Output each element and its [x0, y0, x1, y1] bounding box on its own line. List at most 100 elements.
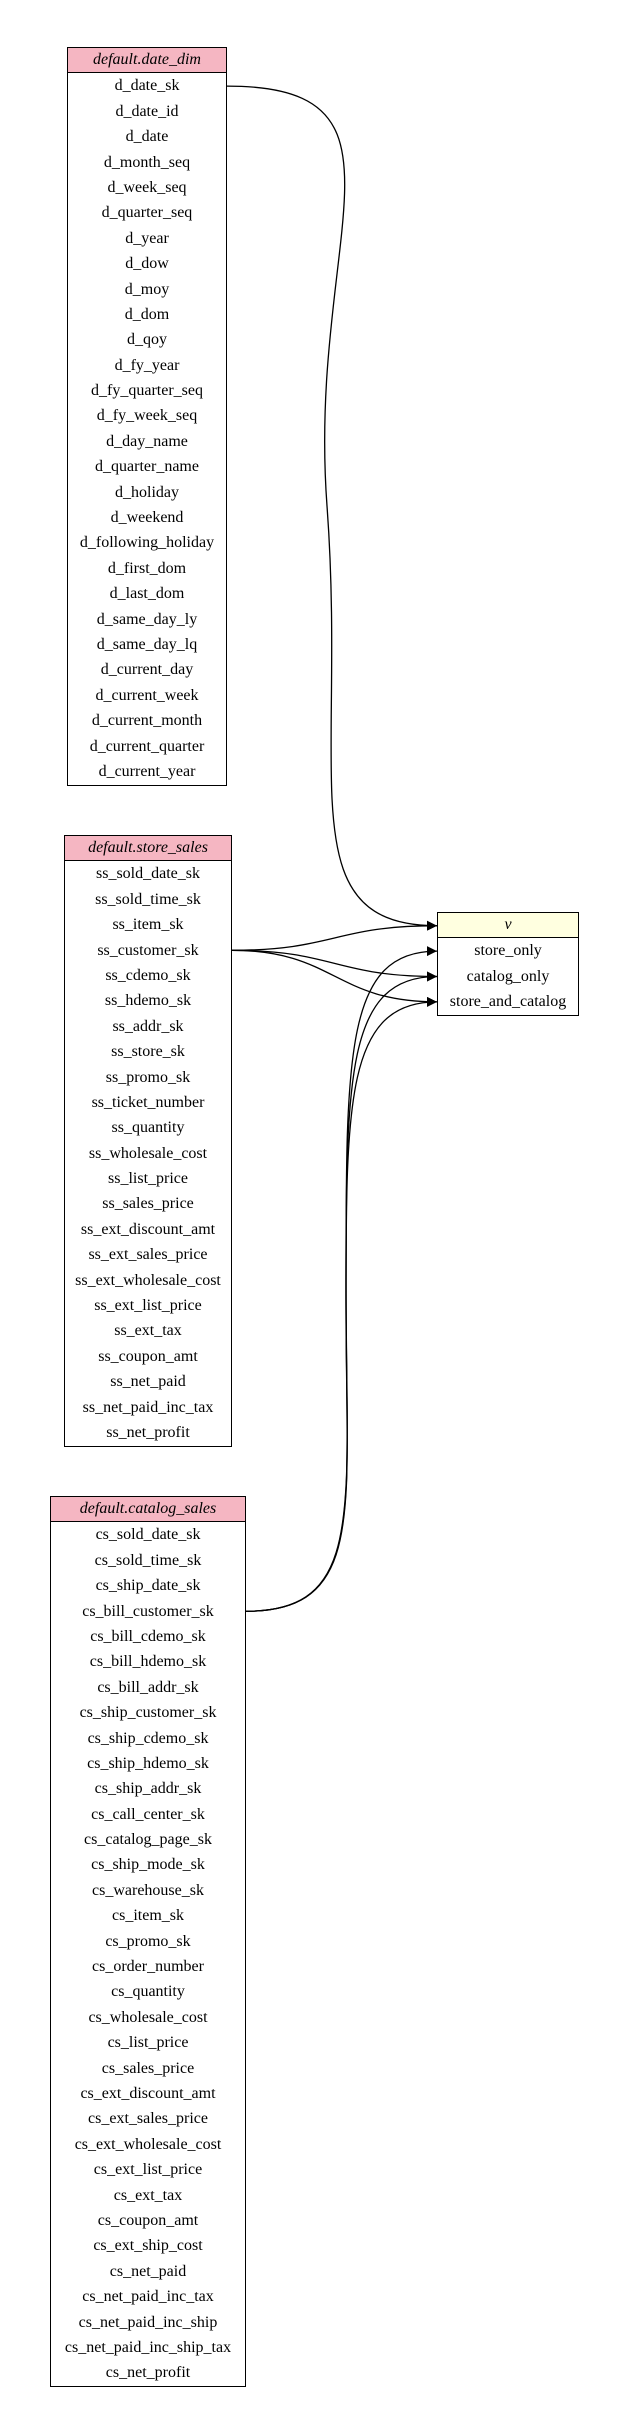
column-ss-promo-sk: ss_promo_sk: [105, 1068, 191, 1086]
column-ss-ext-wholesale-cost: ss_ext_wholesale_cost: [75, 1271, 221, 1289]
column-cs-net-paid-inc-ship-tax: cs_net_paid_inc_ship_tax: [64, 2338, 232, 2356]
column-d-week-seq: d_week_seq: [107, 178, 187, 196]
column-ss-coupon-amt: ss_coupon_amt: [98, 1347, 198, 1365]
column-cs-net-paid: cs_net_paid: [109, 2262, 187, 2280]
column-d-date-sk: d_date_sk: [114, 77, 180, 95]
edge-store-sales-to-store-and-catalog: [231, 949, 438, 1007]
column-cs-ext-ship-cost: cs_ext_ship_cost: [93, 2237, 203, 2255]
column-d-date: d_date: [125, 128, 169, 146]
column-d-fy-year: d_fy_year: [114, 356, 180, 374]
table-title: v: [438, 913, 578, 939]
table-title: default.store_sales: [65, 836, 231, 862]
column-cs-ext-discount-amt: cs_ext_discount_amt: [80, 2084, 216, 2102]
column-cs-ship-date-sk: cs_ship_date_sk: [95, 1577, 201, 1595]
column-ss-hdemo-sk: ss_hdemo_sk: [104, 992, 192, 1010]
column-store-and-catalog: store_and_catalog: [449, 993, 567, 1011]
table-catalog-sales: default.catalog_sales cs_sold_date_sk cs_s…: [50, 1496, 246, 2387]
column-d-last-dom: d_last_dom: [109, 585, 185, 603]
column-d-dom: d_dom: [124, 305, 170, 323]
column-d-date-id: d_date_id: [115, 102, 179, 120]
column-d-dow: d_dow: [125, 255, 169, 273]
column-cs-call-center-sk: cs_call_center_sk: [91, 1805, 205, 1823]
column-cs-bill-addr-sk: cs_bill_addr_sk: [97, 1678, 199, 1696]
column-ss-net-paid-inc-tax: ss_net_paid_inc_tax: [82, 1398, 214, 1416]
column-d-current-month: d_current_month: [91, 712, 203, 730]
column-ss-ticket-number: ss_ticket_number: [91, 1093, 205, 1111]
column-ss-ext-list-price: ss_ext_list_price: [94, 1297, 202, 1315]
column-ss-net-paid: ss_net_paid: [110, 1373, 186, 1391]
column-d-weekend: d_weekend: [110, 509, 184, 527]
column-d-holiday: d_holiday: [115, 483, 179, 501]
column-cs-bill-customer-sk: cs_bill_customer_sk: [82, 1602, 214, 1620]
column-cs-net-paid-inc-tax: cs_net_paid_inc_tax: [82, 2288, 214, 2306]
column-cs-ship-addr-sk: cs_ship_addr_sk: [94, 1780, 202, 1798]
edge-store-sales-to-v: [231, 920, 438, 951]
column-cs-sold-date-sk: cs_sold_date_sk: [95, 1526, 201, 1544]
column-ss-wholesale-cost: ss_wholesale_cost: [88, 1144, 208, 1162]
column-ss-ext-sales-price: ss_ext_sales_price: [88, 1246, 208, 1264]
column-cs-ext-list-price: cs_ext_list_price: [93, 2161, 203, 2179]
column-d-year: d_year: [125, 229, 169, 247]
column-d-same-day-lq: d_same_day_lq: [96, 635, 198, 653]
column-ss-sold-date-sk: ss_sold_date_sk: [96, 865, 200, 883]
column-d-same-day-ly: d_same_day_ly: [96, 610, 198, 628]
column-ss-net-profit: ss_net_profit: [106, 1423, 190, 1441]
column-cs-wholesale-cost: cs_wholesale_cost: [88, 2008, 208, 2026]
table-title: default.catalog_sales: [51, 1497, 245, 1523]
edge-catalog-sales-to-store-only: [245, 946, 438, 1612]
column-cs-ship-customer-sk: cs_ship_customer_sk: [79, 1704, 217, 1722]
column-d-moy: d_moy: [124, 280, 170, 298]
edge-store-sales-to-catalog-only: [231, 949, 438, 982]
column-ss-list-price: ss_list_price: [108, 1170, 188, 1188]
column-ss-ext-tax: ss_ext_tax: [114, 1322, 182, 1340]
column-cs-ship-cdemo-sk: cs_ship_cdemo_sk: [87, 1729, 209, 1747]
column-cs-item-sk: cs_item_sk: [112, 1907, 184, 1925]
column-cs-net-paid-inc-ship: cs_net_paid_inc_ship: [78, 2313, 218, 2331]
column-ss-addr-sk: ss_addr_sk: [112, 1017, 184, 1035]
table-v: v store_only catalog_only store_and_catalog: [437, 912, 579, 1016]
column-cs-ext-sales-price: cs_ext_sales_price: [88, 2110, 208, 2128]
edge-catalog-sales-to-store-and-catalog: [245, 996, 438, 1612]
column-cs-coupon-amt: cs_coupon_amt: [97, 2211, 199, 2229]
table-date-dim: default.date_dim d_date_sk d_date_id d_date…: [67, 47, 227, 786]
column-ss-cdemo-sk: ss_cdemo_sk: [105, 966, 191, 984]
column-d-current-year: d_current_year: [98, 762, 196, 780]
column-cs-order-number: cs_order_number: [92, 1958, 204, 1976]
column-d-first-dom: d_first_dom: [107, 559, 187, 577]
column-cs-warehouse-sk: cs_warehouse_sk: [92, 1881, 204, 1899]
column-cs-promo-sk: cs_promo_sk: [105, 1932, 191, 1950]
table-store-sales: default.store_sales ss_sold_date_sk ss_sol…: [64, 835, 232, 1447]
column-catalog-only: catalog_only: [466, 967, 550, 985]
column-cs-sales-price: cs_sales_price: [101, 2059, 195, 2077]
column-cs-net-profit: cs_net_profit: [105, 2364, 191, 2382]
column-cs-catalog-page-sk: cs_catalog_page_sk: [84, 1831, 212, 1849]
column-d-following-holiday: d_following_holiday: [79, 534, 215, 552]
column-d-day-name: d_day_name: [106, 432, 188, 450]
column-ss-customer-sk: ss_customer_sk: [97, 941, 199, 959]
table-title: default.date_dim: [68, 48, 226, 74]
column-d-month-seq: d_month_seq: [103, 153, 191, 171]
column-cs-bill-hdemo-sk: cs_bill_hdemo_sk: [89, 1653, 207, 1671]
edge-date-dim-to-v: [226, 85, 438, 931]
column-ss-quantity: ss_quantity: [111, 1119, 185, 1137]
column-cs-ship-mode-sk: cs_ship_mode_sk: [91, 1856, 205, 1874]
column-ss-sales-price: ss_sales_price: [102, 1195, 194, 1213]
column-cs-bill-cdemo-sk: cs_bill_cdemo_sk: [90, 1627, 206, 1645]
column-ss-item-sk: ss_item_sk: [112, 916, 184, 934]
column-d-qoy: d_qoy: [127, 331, 167, 349]
column-cs-ext-wholesale-cost: cs_ext_wholesale_cost: [74, 2135, 222, 2153]
column-d-current-day: d_current_day: [100, 661, 194, 679]
column-ss-sold-time-sk: ss_sold_time_sk: [95, 890, 201, 908]
column-d-quarter-name: d_quarter_name: [95, 458, 199, 476]
column-cs-ext-tax: cs_ext_tax: [113, 2186, 183, 2204]
column-cs-list-price: cs_list_price: [107, 2034, 189, 2052]
column-cs-sold-time-sk: cs_sold_time_sk: [94, 1551, 202, 1569]
column-d-fy-quarter-seq: d_fy_quarter_seq: [91, 382, 203, 400]
column-ss-ext-discount-amt: ss_ext_discount_amt: [80, 1220, 216, 1238]
column-store-only: store_only: [474, 942, 542, 960]
column-d-quarter-seq: d_quarter_seq: [101, 204, 193, 222]
column-d-fy-week-seq: d_fy_week_seq: [96, 407, 198, 425]
edge-catalog-sales-to-catalog-only: [245, 971, 438, 1612]
column-cs-ship-hdemo-sk: cs_ship_hdemo_sk: [87, 1754, 209, 1772]
